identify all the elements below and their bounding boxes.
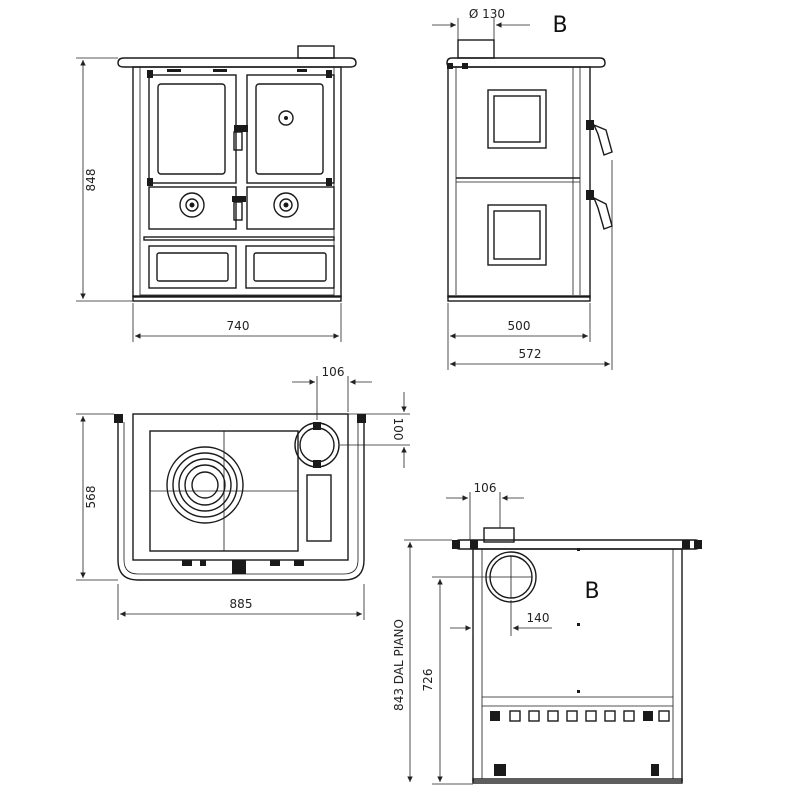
front-width-dimension: 740 bbox=[132, 303, 342, 342]
rear-flue-offset-dimension: 106 bbox=[446, 481, 524, 540]
side-marker-b: B bbox=[552, 13, 567, 38]
top-width-label: 885 bbox=[230, 597, 253, 611]
front-width-label: 740 bbox=[227, 319, 250, 333]
vent-slots bbox=[490, 710, 670, 722]
rear-view bbox=[452, 527, 702, 784]
side-overall-depth-label: 572 bbox=[519, 347, 542, 361]
rear-marker-b: B bbox=[584, 579, 599, 604]
side-flue-label: Ø 130 bbox=[469, 7, 505, 21]
rear-floor-height-dimension: 843 DAL PIANO bbox=[392, 539, 452, 782]
rear-flue-offset-label: 106 bbox=[474, 481, 497, 495]
top-depth-dimension: 568 bbox=[76, 413, 118, 581]
rear-flue-side-label: 140 bbox=[527, 611, 550, 625]
top-flue-offset-dimension: 106 bbox=[292, 365, 372, 420]
side-depth-dimension: 500 572 bbox=[447, 160, 613, 370]
top-flue-back-dimension: 100 bbox=[340, 392, 410, 468]
top-view bbox=[114, 413, 366, 581]
top-flue-offset-label: 106 bbox=[322, 365, 345, 379]
rear-flue-height-dimension: 726 bbox=[421, 576, 492, 785]
top-depth-label: 568 bbox=[84, 486, 98, 509]
rear-floor-height-label: 843 DAL PIANO bbox=[392, 619, 406, 711]
front-height-dimension: 848 bbox=[76, 57, 133, 302]
top-flue-back-label: 100 bbox=[391, 418, 405, 441]
top-width-dimension: 885 bbox=[117, 584, 365, 620]
side-view bbox=[446, 39, 613, 302]
side-depth-label: 500 bbox=[508, 319, 531, 333]
front-height-label: 848 bbox=[84, 169, 98, 192]
rear-flue-side-dimension: 140 bbox=[450, 600, 552, 636]
front-view bbox=[117, 45, 357, 302]
rear-flue-height-label: 726 bbox=[421, 669, 435, 692]
side-flue-dimension: Ø 130 bbox=[432, 7, 530, 40]
